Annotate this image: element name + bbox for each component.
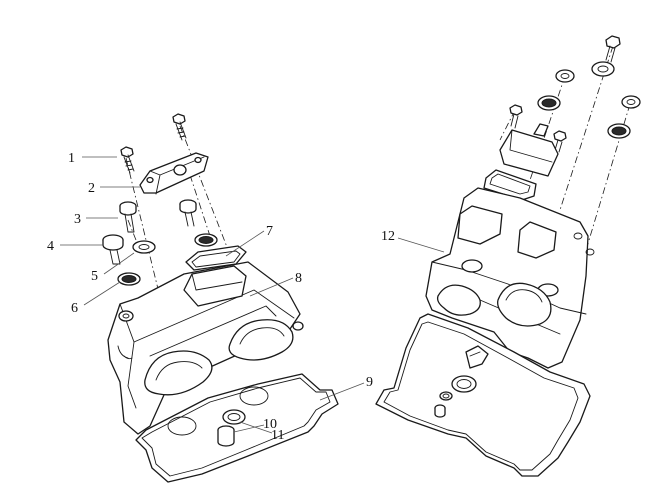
o-ring-right bbox=[451, 375, 477, 393]
bolt-r1 bbox=[605, 35, 621, 63]
tube-right bbox=[465, 345, 489, 369]
bolt-top bbox=[172, 113, 187, 141]
bolt-r4 bbox=[509, 104, 523, 129]
callout-1: 1 bbox=[68, 151, 75, 166]
bolt-1 bbox=[120, 146, 135, 174]
breather-cover-right bbox=[499, 123, 559, 177]
callout-8: 8 bbox=[295, 271, 302, 286]
callout-12: 12 bbox=[381, 229, 395, 244]
bolt-4 bbox=[102, 234, 124, 265]
valve-cover-12 bbox=[425, 187, 595, 369]
small-seal-right bbox=[439, 391, 453, 401]
gasket-9 bbox=[135, 373, 339, 483]
valve-cover-8 bbox=[107, 261, 304, 435]
gasket-right-large bbox=[375, 313, 591, 477]
right-assembly bbox=[375, 35, 641, 477]
seal-r2 bbox=[537, 95, 561, 111]
gasket-7 bbox=[185, 245, 247, 271]
callout-9: 9 bbox=[366, 375, 373, 390]
callout-6: 6 bbox=[71, 301, 78, 316]
breather-cover-2 bbox=[139, 152, 209, 195]
seal-11 bbox=[222, 409, 246, 425]
gasket-right-small bbox=[483, 169, 537, 201]
left-assembly bbox=[102, 113, 339, 483]
callout-7: 7 bbox=[266, 224, 273, 239]
callout-labels: 1 2 3 4 5 6 7 8 9 10 11 12 bbox=[47, 151, 395, 443]
bolt-r3 bbox=[621, 95, 641, 109]
callout-leaders bbox=[60, 156, 445, 434]
bolt-r5 bbox=[553, 130, 567, 153]
seal-right-mid bbox=[194, 233, 218, 247]
callout-11: 11 bbox=[271, 428, 284, 443]
callout-4: 4 bbox=[47, 239, 54, 254]
callout-10: 10 bbox=[263, 417, 277, 432]
bolt-right-mid bbox=[179, 199, 197, 227]
bolt-3 bbox=[119, 201, 137, 233]
washer-5 bbox=[132, 240, 156, 254]
callout-3: 3 bbox=[74, 212, 81, 227]
washer-r1 bbox=[591, 61, 615, 77]
bolt-r2 bbox=[555, 69, 575, 83]
callout-5: 5 bbox=[91, 269, 98, 284]
dowel-10 bbox=[217, 425, 235, 447]
dowel-right bbox=[434, 404, 446, 418]
seal-r3 bbox=[607, 123, 631, 139]
callout-2: 2 bbox=[88, 181, 95, 196]
seal-6 bbox=[117, 272, 141, 286]
